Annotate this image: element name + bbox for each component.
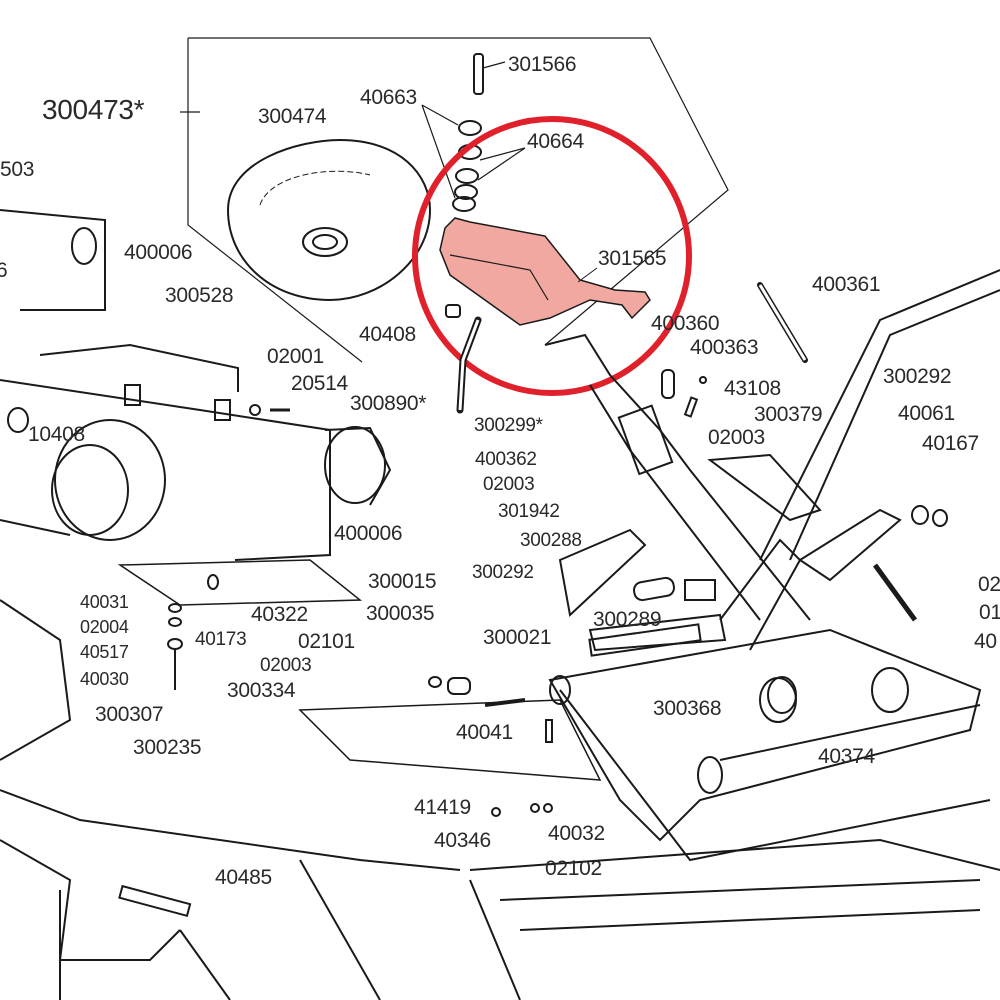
arm-300299: [544, 269, 1000, 651]
part-label: 40664: [527, 130, 584, 153]
small-parts: [7, 282, 948, 918]
part-label: 300334: [227, 679, 296, 702]
part-label: 02004: [80, 617, 129, 637]
part-label: 40030: [80, 669, 129, 689]
disc-300474: [226, 138, 432, 302]
part-label: 300299*: [474, 415, 543, 436]
left-housing: [0, 209, 392, 561]
part-label: 40: [974, 630, 997, 653]
part-label: 300235: [133, 736, 202, 759]
part-label: 301942: [498, 501, 560, 522]
part-label: 300035: [366, 602, 435, 625]
part-label: 300292: [472, 562, 534, 583]
part-label: 400363: [690, 336, 759, 359]
part-label-highlighted: 301565: [598, 247, 667, 270]
part-label: 43108: [724, 377, 781, 400]
part-label: 40061: [898, 402, 955, 425]
kit-frame: [188, 37, 729, 346]
part-label: 02001: [267, 345, 324, 368]
part-label: 503: [0, 158, 35, 181]
part-label: 10408: [28, 423, 85, 446]
part-label: 02102: [545, 857, 602, 880]
part-label: 02003: [260, 655, 312, 676]
bracket-301565: [439, 217, 651, 326]
part-label: 40663: [360, 86, 417, 109]
part-label: 400362: [475, 449, 537, 470]
part-label: 40346: [434, 829, 491, 852]
part-label: 400006: [334, 522, 403, 545]
part-label: 02003: [708, 426, 765, 449]
part-label: 300307: [95, 703, 164, 726]
part-label: 300021: [483, 626, 552, 649]
part-label: 40041: [456, 721, 513, 744]
part-label: 02: [978, 573, 1000, 596]
part-label: 41419: [414, 796, 471, 819]
part-label: 301566: [508, 53, 577, 76]
part-label: 40408: [359, 323, 416, 346]
part-label: 6: [0, 259, 8, 282]
base-frame: [0, 559, 1000, 1000]
part-label: 40173: [195, 629, 247, 650]
part-label: 400006: [124, 241, 193, 264]
part-label: 02003: [483, 474, 535, 495]
part-label: 20514: [291, 372, 348, 395]
part-label: 02101: [298, 630, 355, 653]
part-label: 300528: [165, 284, 234, 307]
part-label: 40031: [80, 592, 129, 612]
bolt-301566: [473, 53, 506, 95]
part-label: 40167: [922, 432, 979, 455]
part-label: 40517: [80, 642, 129, 662]
part-label: 40374: [818, 745, 875, 768]
part-label: 40032: [548, 822, 605, 845]
part-label: 300288: [520, 530, 582, 551]
part-label: 300890*: [350, 392, 427, 415]
part-label: 300474: [258, 105, 327, 128]
kit-frame-left: [187, 38, 363, 363]
part-label: 300015: [368, 570, 437, 593]
part-label: 300289: [593, 608, 662, 631]
part-label: 400361: [812, 273, 881, 296]
part-label: 300473*: [42, 94, 145, 125]
part-label: 0122: [979, 601, 1000, 624]
part-label: 400360: [651, 312, 720, 335]
highlight-circle: [412, 116, 692, 396]
part-label: 300379: [754, 403, 823, 426]
part-label: 300368: [653, 697, 722, 720]
part-label: 300292: [883, 365, 952, 388]
washers-40663-40664: [421, 104, 526, 212]
part-label: 40485: [215, 866, 272, 889]
part-label: 40322: [251, 603, 308, 626]
